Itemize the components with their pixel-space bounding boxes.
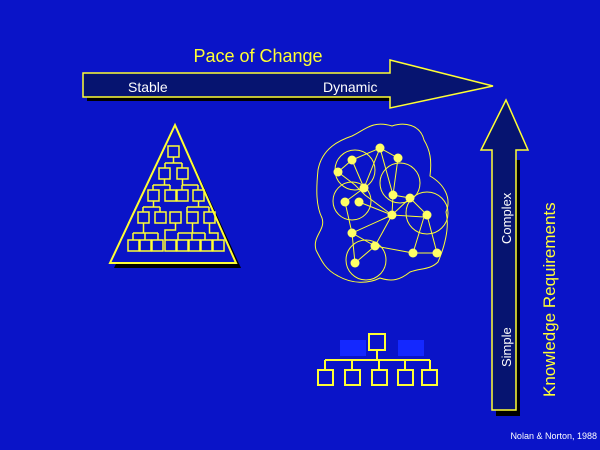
network-node xyxy=(432,248,442,258)
org-connector xyxy=(142,201,161,212)
org-box xyxy=(421,369,438,386)
network-cluster-circle xyxy=(332,181,372,221)
pyramid-org-chart xyxy=(127,145,225,252)
simple-label: Simple xyxy=(499,327,514,367)
complex-label: Complex xyxy=(499,192,514,244)
org-box xyxy=(127,239,140,252)
pyramid-outline xyxy=(108,122,238,264)
network-diagram xyxy=(314,123,449,283)
org-connector xyxy=(181,179,199,190)
network-node xyxy=(333,167,343,177)
org-connector xyxy=(177,223,206,240)
pace-of-change-arrow: Pace of Change Stable Dynamic xyxy=(82,46,494,109)
network-node xyxy=(375,143,385,153)
org-box xyxy=(139,239,152,252)
network-node xyxy=(388,190,398,200)
network-node xyxy=(387,210,397,220)
source-credit: Nolan & Norton, 1988 xyxy=(510,431,597,441)
org-box xyxy=(176,189,189,202)
org-box xyxy=(317,369,334,386)
org-box xyxy=(176,239,189,252)
network-node xyxy=(359,183,369,193)
org-box xyxy=(344,369,361,386)
org-box xyxy=(164,189,177,202)
network-node xyxy=(340,197,350,207)
network-links xyxy=(337,146,438,264)
org-connector xyxy=(164,223,177,240)
network-node xyxy=(347,155,357,165)
network-node xyxy=(405,193,415,203)
org-connector xyxy=(208,223,219,240)
network-node xyxy=(370,241,380,251)
network-cluster-circle xyxy=(379,162,421,204)
org-box xyxy=(212,239,225,252)
network-link xyxy=(337,159,365,203)
org-box xyxy=(200,239,213,252)
network-node xyxy=(422,210,432,220)
flat-hierarchy xyxy=(317,333,438,386)
pace-arrow-shape xyxy=(82,59,494,109)
org-connector xyxy=(132,223,159,240)
highlight-box xyxy=(398,340,424,356)
knowledge-arrow-shape xyxy=(479,98,530,411)
org-connector xyxy=(164,157,183,168)
network-link xyxy=(363,146,411,199)
flat-org-chart xyxy=(317,333,438,386)
network-cluster-circle xyxy=(345,239,387,281)
org-box xyxy=(397,369,414,386)
network-nodes xyxy=(333,143,442,268)
highlight-box xyxy=(340,340,366,356)
org-connector xyxy=(152,179,171,190)
pace-of-change-title: Pace of Change xyxy=(193,46,322,66)
org-connector xyxy=(186,201,210,212)
dynamic-label: Dynamic xyxy=(323,79,377,95)
network-node xyxy=(408,248,418,258)
org-box xyxy=(154,211,167,224)
pyramid-hierarchy xyxy=(108,122,241,268)
network-boundary xyxy=(314,123,449,283)
network-cluster-circle xyxy=(405,191,449,235)
org-box xyxy=(164,239,177,252)
knowledge-requirements-title: Knowledge Requirements xyxy=(540,202,559,397)
network-node xyxy=(350,258,360,268)
network-node xyxy=(347,228,357,238)
org-box xyxy=(371,369,388,386)
network-node xyxy=(354,197,364,207)
org-box xyxy=(188,239,201,252)
knowledge-requirements-arrow: Simple Complex Knowledge Requirements xyxy=(479,98,559,416)
org-box xyxy=(368,333,386,351)
org-box xyxy=(151,239,164,252)
network-node xyxy=(393,153,403,163)
stable-label: Stable xyxy=(128,79,168,95)
org-connector xyxy=(324,350,431,370)
